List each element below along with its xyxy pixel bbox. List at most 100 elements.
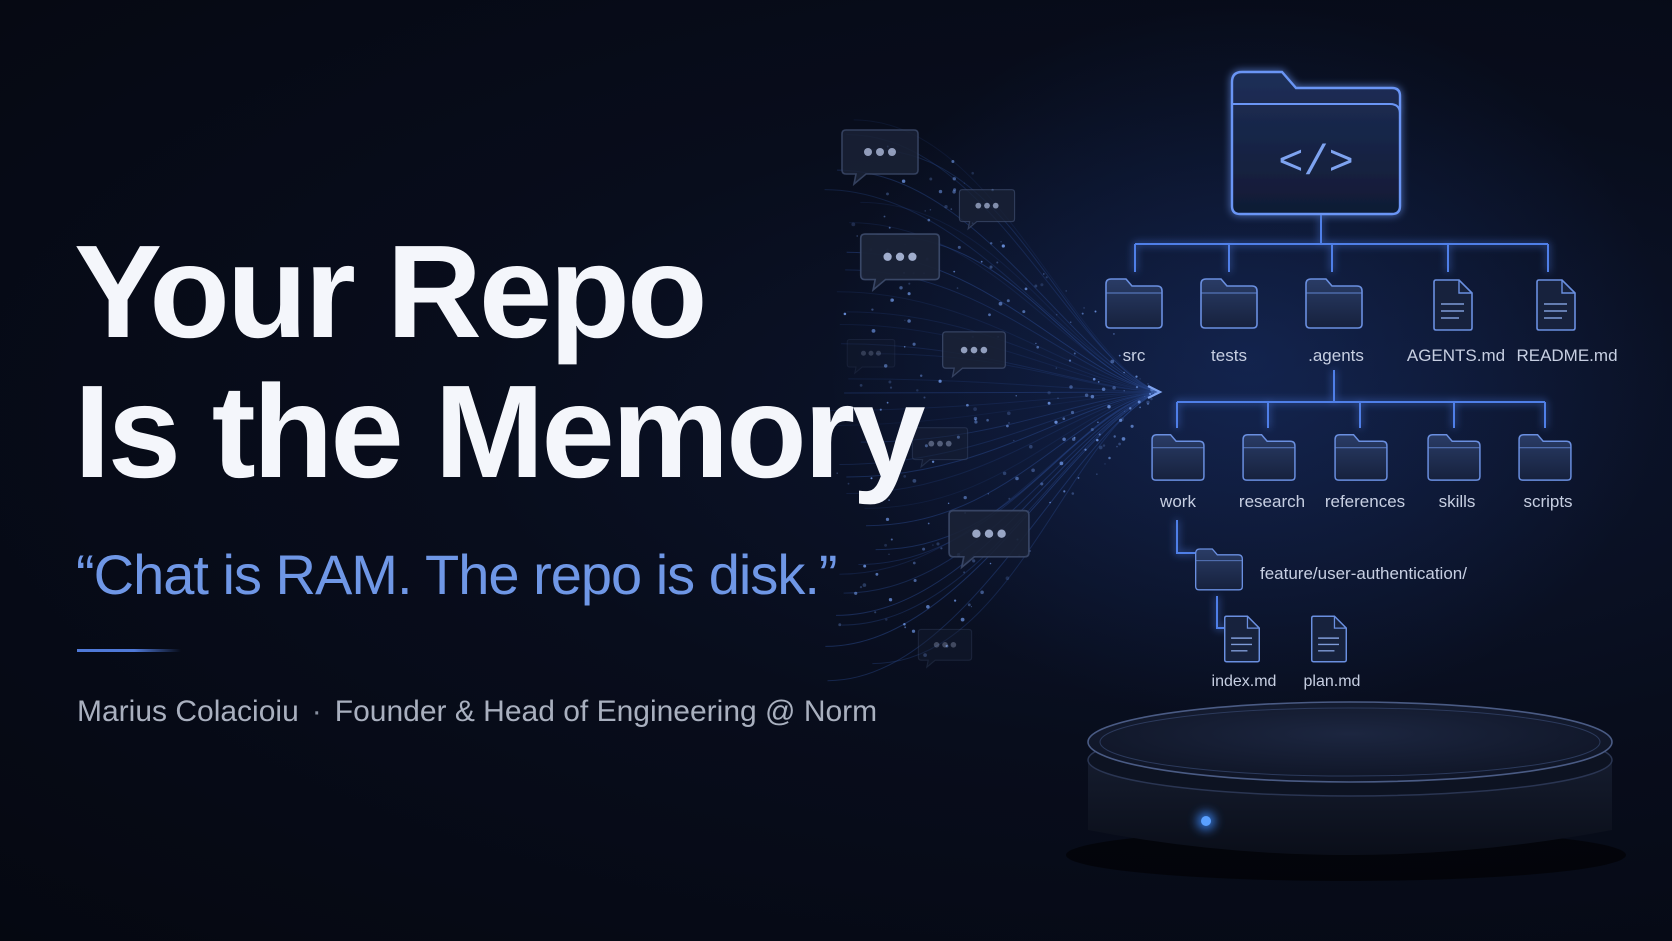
particle	[1098, 433, 1101, 436]
particle	[929, 177, 933, 181]
particle	[989, 562, 992, 565]
particle	[953, 599, 957, 602]
particle	[1104, 463, 1106, 465]
particle	[1065, 290, 1068, 292]
stream-line	[843, 391, 1159, 594]
stream-line	[839, 391, 1159, 575]
particle	[947, 502, 950, 505]
folder-icon	[1194, 548, 1244, 591]
stream-arrow-icon	[1147, 385, 1163, 399]
particle	[875, 572, 879, 576]
file-label: index.md	[1212, 673, 1277, 690]
tree-item-label: AGENTS.md	[1407, 346, 1505, 365]
accent-divider	[77, 649, 181, 652]
particle	[886, 401, 889, 404]
file-icon	[1310, 615, 1348, 663]
particle	[932, 544, 934, 546]
particle	[879, 408, 882, 411]
tree-files: index.md plan.md	[1212, 615, 1361, 690]
particle	[1096, 473, 1098, 475]
particle	[908, 282, 911, 285]
particle	[1147, 403, 1149, 405]
particle	[1094, 310, 1097, 313]
particle	[924, 210, 926, 212]
particle	[907, 292, 911, 296]
particle	[880, 450, 884, 454]
particle	[836, 472, 838, 474]
particle	[843, 312, 847, 316]
slide-quote: “Chat is RAM. The repo is disk.”	[76, 543, 838, 606]
folder-icon	[1305, 278, 1363, 329]
stream-line	[860, 201, 1159, 393]
particle	[1097, 381, 1100, 383]
platform-base	[1066, 701, 1626, 881]
particle	[1139, 406, 1141, 409]
tree-item-label: README.md	[1516, 346, 1617, 365]
particle	[874, 611, 877, 614]
particle	[1110, 359, 1115, 364]
particle	[859, 384, 863, 387]
particle	[907, 319, 911, 323]
particle	[1123, 371, 1125, 374]
particle	[926, 604, 930, 609]
stream-line	[865, 391, 1159, 527]
particle	[971, 171, 974, 175]
particle	[1029, 444, 1033, 449]
particle	[1130, 424, 1134, 428]
particle	[1008, 497, 1011, 500]
particle	[885, 517, 890, 522]
particle	[1022, 310, 1026, 314]
particle	[888, 380, 892, 384]
folder-icon	[1200, 278, 1258, 329]
folder-icon	[1151, 434, 1205, 481]
particle	[1090, 427, 1094, 432]
particle	[1123, 390, 1125, 392]
particle	[1068, 359, 1072, 362]
particle-dots	[836, 145, 1157, 657]
particle	[1118, 418, 1123, 423]
file-label: plan.md	[1304, 673, 1361, 690]
particle	[1071, 437, 1076, 441]
particle	[876, 447, 880, 451]
particle	[1123, 410, 1126, 413]
particle	[1055, 313, 1058, 316]
particle	[966, 403, 969, 407]
particle	[1146, 400, 1150, 405]
particle	[888, 553, 890, 555]
particle	[1049, 501, 1051, 504]
particle	[973, 407, 977, 411]
particle	[871, 329, 876, 333]
tree-item-label: .agents	[1308, 346, 1364, 365]
particle	[903, 475, 907, 478]
particle	[1107, 404, 1111, 409]
stream-line	[846, 391, 1159, 478]
particle	[929, 209, 932, 211]
particle	[885, 618, 888, 621]
stream-line	[872, 149, 1159, 393]
tree-item-label: work	[1159, 492, 1196, 511]
particle	[912, 561, 916, 565]
particle	[1055, 367, 1058, 369]
particle	[904, 626, 907, 629]
particle	[1147, 383, 1149, 385]
particle	[1040, 283, 1044, 287]
particle	[870, 477, 873, 480]
particle	[950, 208, 953, 210]
particle	[1112, 332, 1115, 335]
particle	[888, 598, 893, 602]
particle	[996, 261, 999, 264]
status-led	[1201, 816, 1211, 826]
speaker-name: Marius Colacioiu	[77, 695, 299, 728]
particle	[1148, 392, 1152, 396]
particle	[1097, 421, 1099, 424]
particle	[904, 319, 906, 322]
stream-line	[849, 222, 1159, 393]
particle	[972, 559, 976, 563]
title-line-1: Your Repo	[74, 218, 708, 365]
stream-line	[839, 323, 1159, 393]
particle	[1047, 391, 1051, 395]
particle	[884, 543, 888, 547]
particle	[987, 493, 989, 495]
tree-item-label: src	[1123, 346, 1146, 365]
particle	[1092, 377, 1096, 381]
